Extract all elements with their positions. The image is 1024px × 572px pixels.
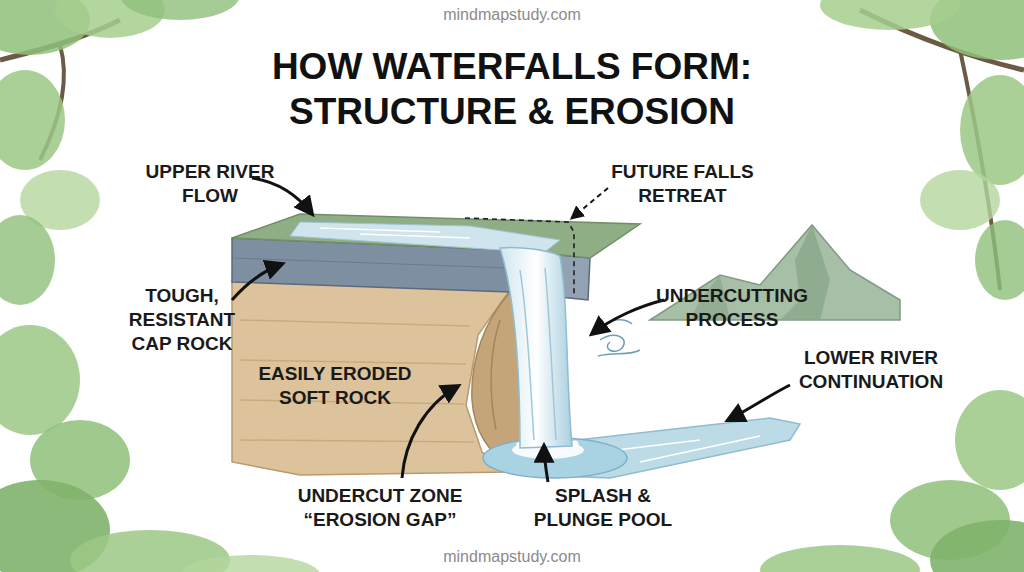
tree-top-left	[0, 0, 240, 305]
callout-label: FUTURE FALLS RETREAT	[600, 160, 765, 208]
upper-river-part	[320, 228, 470, 238]
leader-arrows-part	[572, 188, 608, 218]
leader-arrows-part	[728, 385, 790, 420]
tree-top-right-part	[960, 75, 1024, 185]
diagram-title: HOW WATERFALLS FORM: STRUCTURE & EROSION	[262, 44, 762, 134]
spray-swirl-part	[598, 350, 640, 356]
cap-rock-part	[232, 214, 640, 258]
callout-label: TOUGH, RESISTANT CAP ROCK	[118, 284, 246, 356]
watermark: mindmapstudy.com	[412, 547, 612, 567]
tree-top-right-part	[920, 170, 1000, 230]
tree-top-right-part	[820, 0, 960, 30]
soft-rock-layer-part	[232, 280, 510, 475]
tree-top-left-part	[120, 0, 240, 20]
tree-bottom-right-part	[760, 545, 920, 572]
callout-label: UPPER RIVER FLOW	[140, 160, 280, 208]
tree-bottom-right-part	[955, 390, 1024, 490]
tree-bottom-left-part	[0, 325, 80, 435]
soft-rock-layer-part	[240, 440, 474, 442]
tree-top-right-part	[975, 220, 1024, 300]
callout-label: EASILY ERODED SOFT ROCK	[246, 362, 424, 410]
leader-arrows-part	[402, 386, 458, 478]
tree-top-left-part	[0, 215, 55, 305]
waterfall	[500, 247, 572, 448]
tree-top-left-part	[0, 70, 65, 170]
retreat-line	[465, 218, 574, 296]
leader-arrows-part	[232, 264, 282, 300]
leader-arrows-part	[592, 300, 664, 334]
watermark: mindmapstudy.com	[412, 5, 612, 25]
soft-rock-layer	[232, 280, 510, 475]
tree-top-right	[820, 0, 1024, 300]
waterfall-part	[520, 268, 556, 440]
spray-swirl-part	[600, 335, 624, 351]
tree-bottom-left-part	[180, 555, 320, 572]
callout-label: SPLASH & PLUNGE POOL	[528, 484, 678, 532]
retreat-line-part	[465, 218, 574, 296]
soft-rock-layer-part	[240, 320, 470, 326]
undercut-recess-part	[491, 320, 500, 430]
tree-bottom-right-part	[930, 520, 1024, 572]
leader-arrows-part	[544, 446, 548, 482]
leader-arrows-part	[252, 178, 312, 214]
cap-rock	[232, 214, 640, 300]
tree-bottom-right	[760, 390, 1024, 572]
callout-label: LOWER RIVER CONTINUATION	[782, 346, 960, 394]
callout-label: UNDERCUTTING PROCESS	[652, 284, 812, 332]
waterfall-part	[500, 247, 572, 448]
callout-label: UNDERCUT ZONE “EROSION GAP”	[290, 484, 470, 532]
